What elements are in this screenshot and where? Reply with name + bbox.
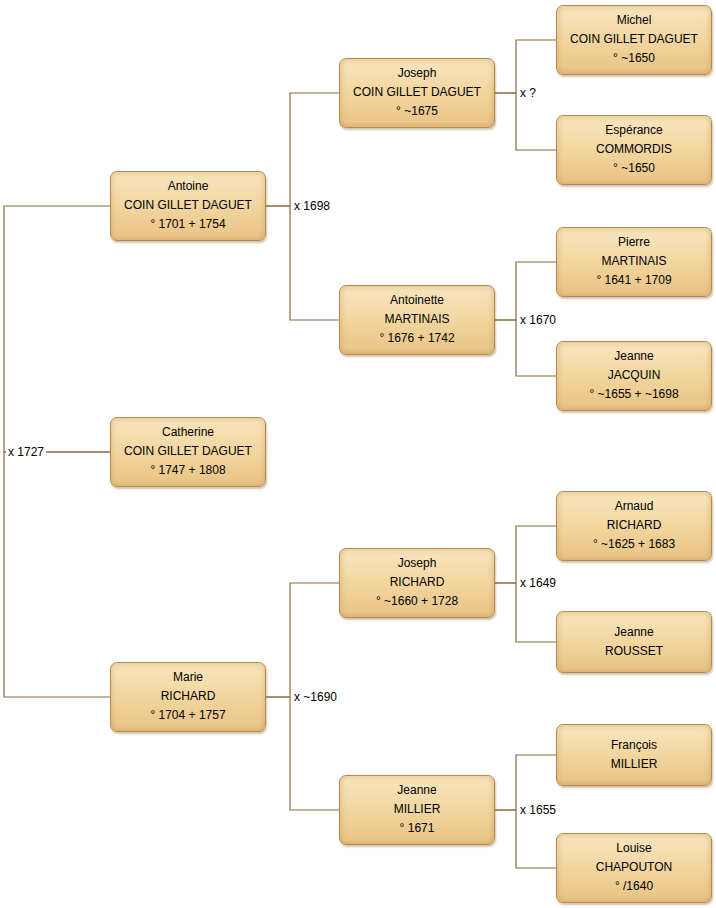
given-name: Jeanne (350, 781, 484, 800)
given-name: Antoinette (350, 291, 484, 310)
kinship-connector (266, 583, 339, 697)
person-scroll: JeanneMILLIER° 1671 (339, 775, 495, 845)
given-name: Louise (567, 839, 701, 858)
marriage-date: x ? (518, 85, 538, 101)
surname: COIN GILLET DAGUET (350, 83, 484, 102)
marriage-date: x 1649 (518, 575, 558, 591)
surname: JACQUIN (567, 366, 701, 385)
given-name: Jeanne (567, 347, 701, 366)
given-name: Pierre (567, 233, 701, 252)
life-dates: ° 1641 + 1709 (567, 271, 701, 290)
surname: ROUSSET (567, 642, 701, 661)
surname: COMMORDIS (567, 140, 701, 159)
surname: RICHARD (567, 516, 701, 535)
surname: COIN GILLET DAGUET (121, 196, 255, 215)
life-dates: ° /1640 (567, 877, 701, 896)
kinship-connector (4, 452, 110, 697)
person-scroll: PierreMARTINAIS° 1641 + 1709 (556, 227, 712, 297)
given-name: Joseph (350, 64, 484, 83)
person-scroll: AntoinetteMARTINAIS° 1676 + 1742 (339, 285, 495, 355)
given-name: Jeanne (567, 623, 701, 642)
marriage-date: x ~1690 (292, 689, 339, 705)
life-dates: ° ~1650 (567, 49, 701, 68)
marriage-date: x 1670 (518, 312, 558, 328)
surname: MILLIER (350, 800, 484, 819)
surname: MARTINAIS (567, 252, 701, 271)
given-name: Espérance (567, 121, 701, 140)
life-dates: ° ~1660 + 1728 (350, 592, 484, 611)
life-dates: ° 1747 + 1808 (121, 461, 255, 480)
kinship-connector (495, 810, 556, 868)
given-name: Arnaud (567, 497, 701, 516)
life-dates: ° 1701 + 1754 (121, 215, 255, 234)
kinship-connector (4, 206, 110, 452)
kinship-connector (495, 320, 556, 376)
kinship-connector (266, 206, 339, 320)
surname: MARTINAIS (350, 310, 484, 329)
given-name: Antoine (121, 177, 255, 196)
kinship-connector (266, 93, 339, 206)
surname: CHAPOUTON (567, 858, 701, 877)
life-dates: ° 1671 (350, 819, 484, 838)
person-scroll: CatherineCOIN GILLET DAGUET° 1747 + 1808 (110, 417, 266, 487)
life-dates: ° ~1625 + 1683 (567, 535, 701, 554)
person-scroll: AntoineCOIN GILLET DAGUET° 1701 + 1754 (110, 171, 266, 241)
given-name: Marie (121, 668, 255, 687)
person-scroll: EspéranceCOMMORDIS° ~1650 (556, 115, 712, 185)
given-name: Joseph (350, 554, 484, 573)
surname: RICHARD (350, 573, 484, 592)
marriage-date: x 1655 (518, 802, 558, 818)
given-name: Catherine (121, 423, 255, 442)
surname: COIN GILLET DAGUET (121, 442, 255, 461)
marriage-date: x 1698 (292, 198, 332, 214)
given-name: Michel (567, 11, 701, 30)
kinship-connector (495, 93, 556, 150)
surname: RICHARD (121, 687, 255, 706)
life-dates: ° ~1650 (567, 159, 701, 178)
person-scroll: MarieRICHARD° 1704 + 1757 (110, 662, 266, 732)
kinship-connector (495, 583, 556, 642)
person-scroll: ArnaudRICHARD° ~1625 + 1683 (556, 491, 712, 561)
person-scroll: LouiseCHAPOUTON° /1640 (556, 833, 712, 903)
surname: MILLIER (567, 755, 701, 774)
person-scroll: FrançoisMILLIER (556, 724, 712, 786)
surname: COIN GILLET DAGUET (567, 30, 701, 49)
kinship-connector (266, 697, 339, 810)
given-name: François (567, 736, 701, 755)
life-dates: ° 1676 + 1742 (350, 329, 484, 348)
person-scroll: JeanneJACQUIN° ~1655 + ~1698 (556, 341, 712, 411)
marriage-date: x 1727 (6, 444, 46, 460)
person-scroll: MichelCOIN GILLET DAGUET° ~1650 (556, 5, 712, 75)
life-dates: ° ~1655 + ~1698 (567, 385, 701, 404)
person-scroll: JosephCOIN GILLET DAGUET° ~1675 (339, 58, 495, 128)
person-scroll: JosephRICHARD° ~1660 + 1728 (339, 548, 495, 618)
life-dates: ° 1704 + 1757 (121, 706, 255, 725)
person-scroll: JeanneROUSSET (556, 611, 712, 673)
life-dates: ° ~1675 (350, 102, 484, 121)
